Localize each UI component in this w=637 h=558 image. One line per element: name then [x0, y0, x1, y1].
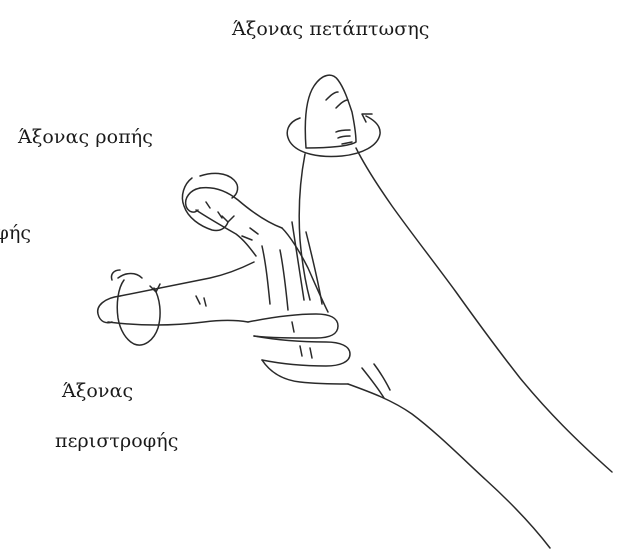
moment-axis-arrowhead	[222, 216, 234, 222]
middle-finger-creases	[196, 296, 206, 306]
little-finger-folded	[254, 336, 350, 366]
moment-axis-arrow	[182, 178, 228, 231]
thumb-nail-lines	[326, 92, 348, 108]
index-finger-tip	[186, 188, 200, 212]
middle-finger-top	[120, 262, 254, 296]
palm-lines	[262, 222, 322, 310]
cut-axis-label-fragment: οφής	[0, 224, 31, 243]
folded-finger-creases	[292, 322, 312, 358]
palm	[248, 222, 550, 548]
palm-heel-lines	[362, 364, 390, 398]
index-finger	[182, 173, 282, 256]
pinky-folded	[262, 360, 348, 384]
rotation-axis-arrow-top	[118, 274, 142, 279]
thumb	[287, 75, 612, 472]
moment-axis-arrow-top	[200, 173, 238, 198]
moment-axis-label: Άξονας ροπής	[18, 128, 153, 147]
thumb-right-edge	[356, 148, 612, 472]
middle-finger-bottom	[108, 321, 248, 326]
rotation-axis-label-line2: περιστροφής	[55, 432, 178, 451]
index-finger-top	[200, 188, 282, 228]
rotation-axis-label-line1: Άξονας	[62, 382, 133, 401]
pitch-axis-label: Άξονας πετάπτωσης	[232, 20, 430, 39]
middle-finger	[98, 262, 254, 345]
thumb-knuckle-lines	[336, 130, 352, 144]
index-finger-bottom	[196, 210, 256, 256]
hand-lower-edge	[348, 384, 550, 548]
thumb-tip-outline	[305, 75, 356, 148]
rotation-axis-arrowhead	[150, 284, 160, 292]
rotation-axis-side-hook	[111, 270, 120, 280]
